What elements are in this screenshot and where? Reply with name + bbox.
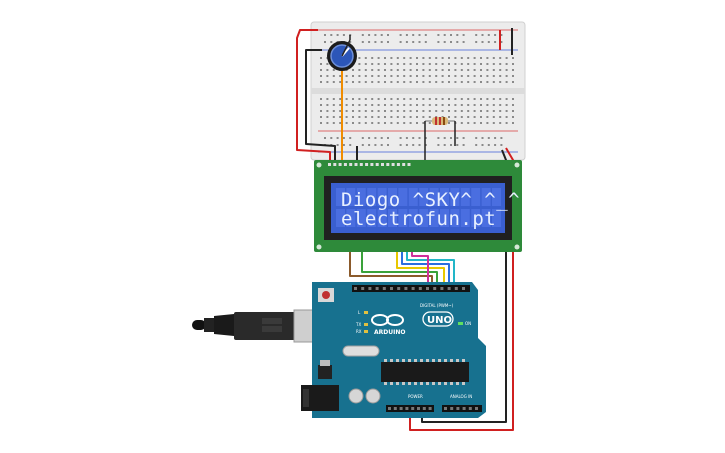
atmega-chip-pins [384, 359, 465, 385]
label-tx: TX [355, 322, 361, 327]
label-l: L [358, 310, 361, 315]
arduino-logo [371, 314, 404, 326]
svg-text:UNO: UNO [427, 315, 452, 326]
potentiometer[interactable] [327, 39, 357, 71]
wire-green-en[interactable] [361, 240, 438, 287]
label-on: ON [465, 321, 471, 326]
capacitor-2 [365, 388, 381, 404]
lcd-line-1: Diogo ^SKY^ ^_^ [341, 189, 520, 211]
usb-cable[interactable] [192, 309, 315, 343]
wire-red-left[interactable] [296, 29, 331, 160]
crystal-oscillator [342, 345, 380, 357]
wire-black-left[interactable] [305, 49, 336, 160]
wire-yellow-d4[interactable] [396, 240, 445, 287]
label-rx: RX [356, 329, 362, 334]
breadboard-bottom-rail-holes [324, 137, 503, 146]
atmega-chip [381, 362, 469, 382]
lcd-line-2: electrofun.pt [341, 208, 496, 230]
breadboard[interactable] [310, 21, 526, 161]
analog-label: ANALOG IN [450, 394, 472, 399]
uno-badge: UNO [422, 311, 454, 327]
breadboard-top-rail-holes [324, 34, 503, 43]
arduino-uno-board[interactable]: DIGITAL (PWM~) ARDUINO UNO L TX RX ON [301, 282, 486, 418]
voltage-regulator [318, 365, 332, 379]
wire-red-power[interactable] [409, 147, 514, 431]
analog-header[interactable] [442, 405, 482, 412]
power-header[interactable] [386, 405, 434, 412]
wire-black-gnd[interactable] [421, 149, 507, 423]
capacitor-1 [348, 388, 364, 404]
lcd-header-pins [328, 163, 411, 166]
wire-brown-rs[interactable] [349, 240, 433, 287]
arduino-brand: ARDUINO [374, 329, 405, 336]
resistor[interactable] [425, 117, 455, 125]
reset-button[interactable] [318, 288, 334, 302]
lcd-module[interactable]: Diogo ^SKY^ ^_^ electrofun.pt [314, 160, 522, 252]
on-led [458, 322, 463, 325]
digital-label: DIGITAL (PWM~) [420, 303, 454, 308]
bottom-header-pins [388, 407, 478, 410]
power-label: POWER [408, 394, 423, 399]
lcd-character-cells [336, 188, 501, 227]
digital-header-pins [354, 287, 465, 290]
digital-header[interactable] [352, 285, 470, 292]
